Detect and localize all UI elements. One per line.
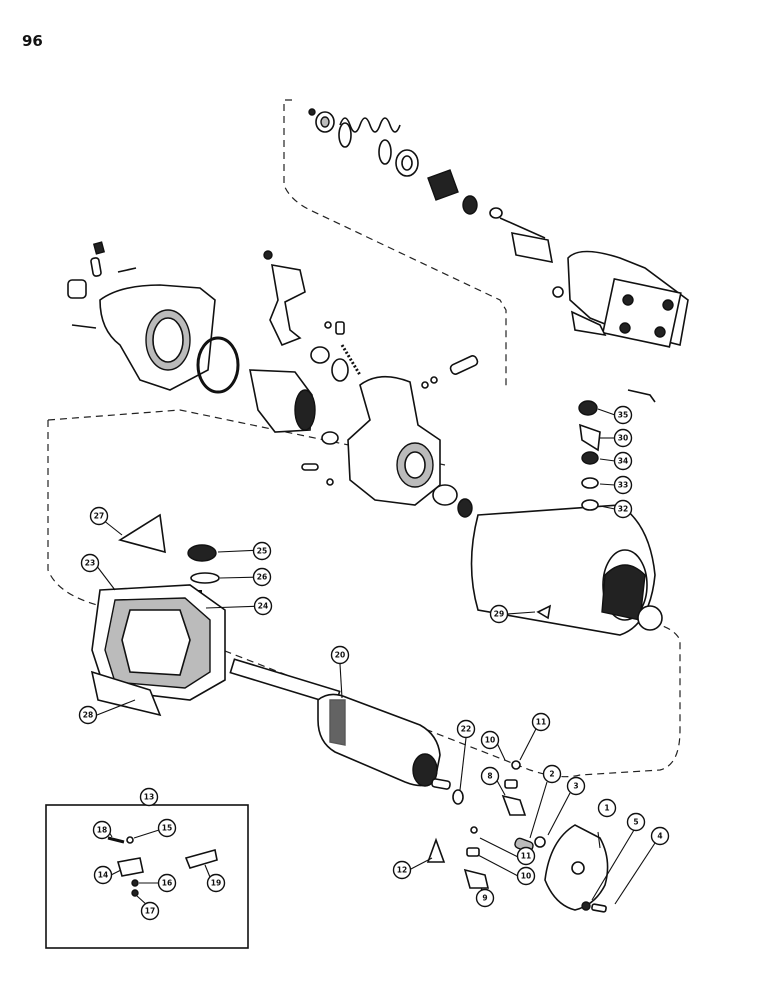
svg-text:24: 24 — [258, 602, 268, 611]
callout-18: 18 — [92, 820, 112, 840]
callout-28: 28 — [78, 705, 98, 725]
solenoid-parts-group — [308, 108, 689, 348]
svg-text:14: 14 — [98, 871, 108, 880]
intermediate-housing-part — [347, 375, 441, 506]
svg-text:1: 1 — [604, 804, 609, 813]
brush-spring-part — [536, 604, 552, 620]
armature-group — [229, 658, 464, 805]
svg-text:20: 20 — [335, 651, 345, 660]
callout-12: 12 — [392, 860, 412, 880]
pole-shoe-part — [90, 670, 162, 717]
callout-33: 33 — [613, 475, 633, 495]
svg-text:12: 12 — [397, 866, 407, 875]
callout-16: 16 — [157, 873, 177, 893]
callout-17: 17 — [140, 901, 160, 921]
callout-13: 13 — [139, 787, 159, 807]
svg-text:11: 11 — [536, 718, 546, 727]
callout-9: 9 — [475, 888, 495, 908]
svg-text:16: 16 — [162, 879, 172, 888]
field-frame-group — [470, 504, 663, 636]
callout-24: 24 — [253, 596, 273, 616]
callout-26: 26 — [252, 567, 272, 587]
svg-text:32: 32 — [618, 505, 628, 514]
callout-25: 25 — [252, 541, 272, 561]
callout-1: 1 — [597, 798, 617, 818]
callout-19: 19 — [206, 873, 226, 893]
svg-text:22: 22 — [461, 725, 471, 734]
brush-holder-parts-group — [578, 389, 656, 511]
callout-11-bottom: 11 — [516, 846, 536, 866]
callout-34: 34 — [613, 451, 633, 471]
callout-5: 5 — [626, 812, 646, 832]
svg-text:34: 34 — [618, 457, 628, 466]
svg-text:33: 33 — [618, 481, 628, 490]
svg-text:23: 23 — [85, 559, 95, 568]
callout-35: 35 — [613, 405, 633, 425]
callout-2: 2 — [542, 764, 562, 784]
plunger-sleeve-part — [511, 231, 553, 264]
insulator-part — [118, 513, 166, 554]
callout-32: 32 — [613, 499, 633, 519]
return-spring-part — [339, 117, 401, 133]
svg-text:2: 2 — [549, 770, 554, 779]
svg-text:3: 3 — [573, 782, 578, 791]
svg-text:19: 19 — [211, 879, 221, 888]
plunger-part — [427, 169, 459, 201]
callout-22: 22 — [456, 719, 476, 739]
svg-text:25: 25 — [257, 547, 267, 556]
callout-23: 23 — [80, 553, 100, 573]
svg-text:5: 5 — [633, 818, 638, 827]
callout-20: 20 — [330, 645, 350, 665]
callout-30: 30 — [613, 428, 633, 448]
svg-text:9: 9 — [482, 894, 487, 903]
callout-15: 15 — [157, 818, 177, 838]
callout-10-top: 10 — [480, 730, 500, 750]
callout-29: 29 — [489, 604, 509, 624]
callout-10-bottom: 10 — [516, 866, 536, 886]
terminal-nut-part — [187, 544, 217, 562]
svg-text:35: 35 — [618, 411, 628, 420]
housing-gasket-part — [196, 336, 240, 394]
page-number: 96 — [22, 32, 43, 50]
callout-14: 14 — [93, 865, 113, 885]
svg-text:10: 10 — [485, 736, 495, 745]
callout-8: 8 — [480, 766, 500, 786]
small-ball-part — [308, 108, 316, 116]
svg-text:28: 28 — [83, 711, 93, 720]
svg-text:15: 15 — [162, 824, 172, 833]
svg-text:13: 13 — [144, 793, 154, 802]
svg-text:27: 27 — [94, 512, 104, 521]
callout-4: 4 — [650, 826, 670, 846]
callout-3: 3 — [566, 776, 586, 796]
svg-text:10: 10 — [521, 872, 531, 881]
svg-text:17: 17 — [145, 907, 155, 916]
commutator-end-group — [426, 760, 609, 913]
field-coil-group — [90, 513, 226, 717]
svg-text:18: 18 — [97, 826, 107, 835]
drive-housing-group — [67, 241, 479, 518]
svg-text:29: 29 — [494, 610, 504, 619]
svg-text:30: 30 — [618, 434, 628, 443]
svg-text:11: 11 — [521, 852, 531, 861]
svg-text:26: 26 — [257, 573, 267, 582]
callout-11-top: 11 — [531, 712, 551, 732]
solenoid-group-dashed-boundary — [283, 99, 507, 390]
svg-text:8: 8 — [487, 772, 492, 781]
callout-27: 27 — [89, 506, 109, 526]
svg-text:4: 4 — [657, 832, 662, 841]
shift-lever-part — [269, 264, 306, 347]
